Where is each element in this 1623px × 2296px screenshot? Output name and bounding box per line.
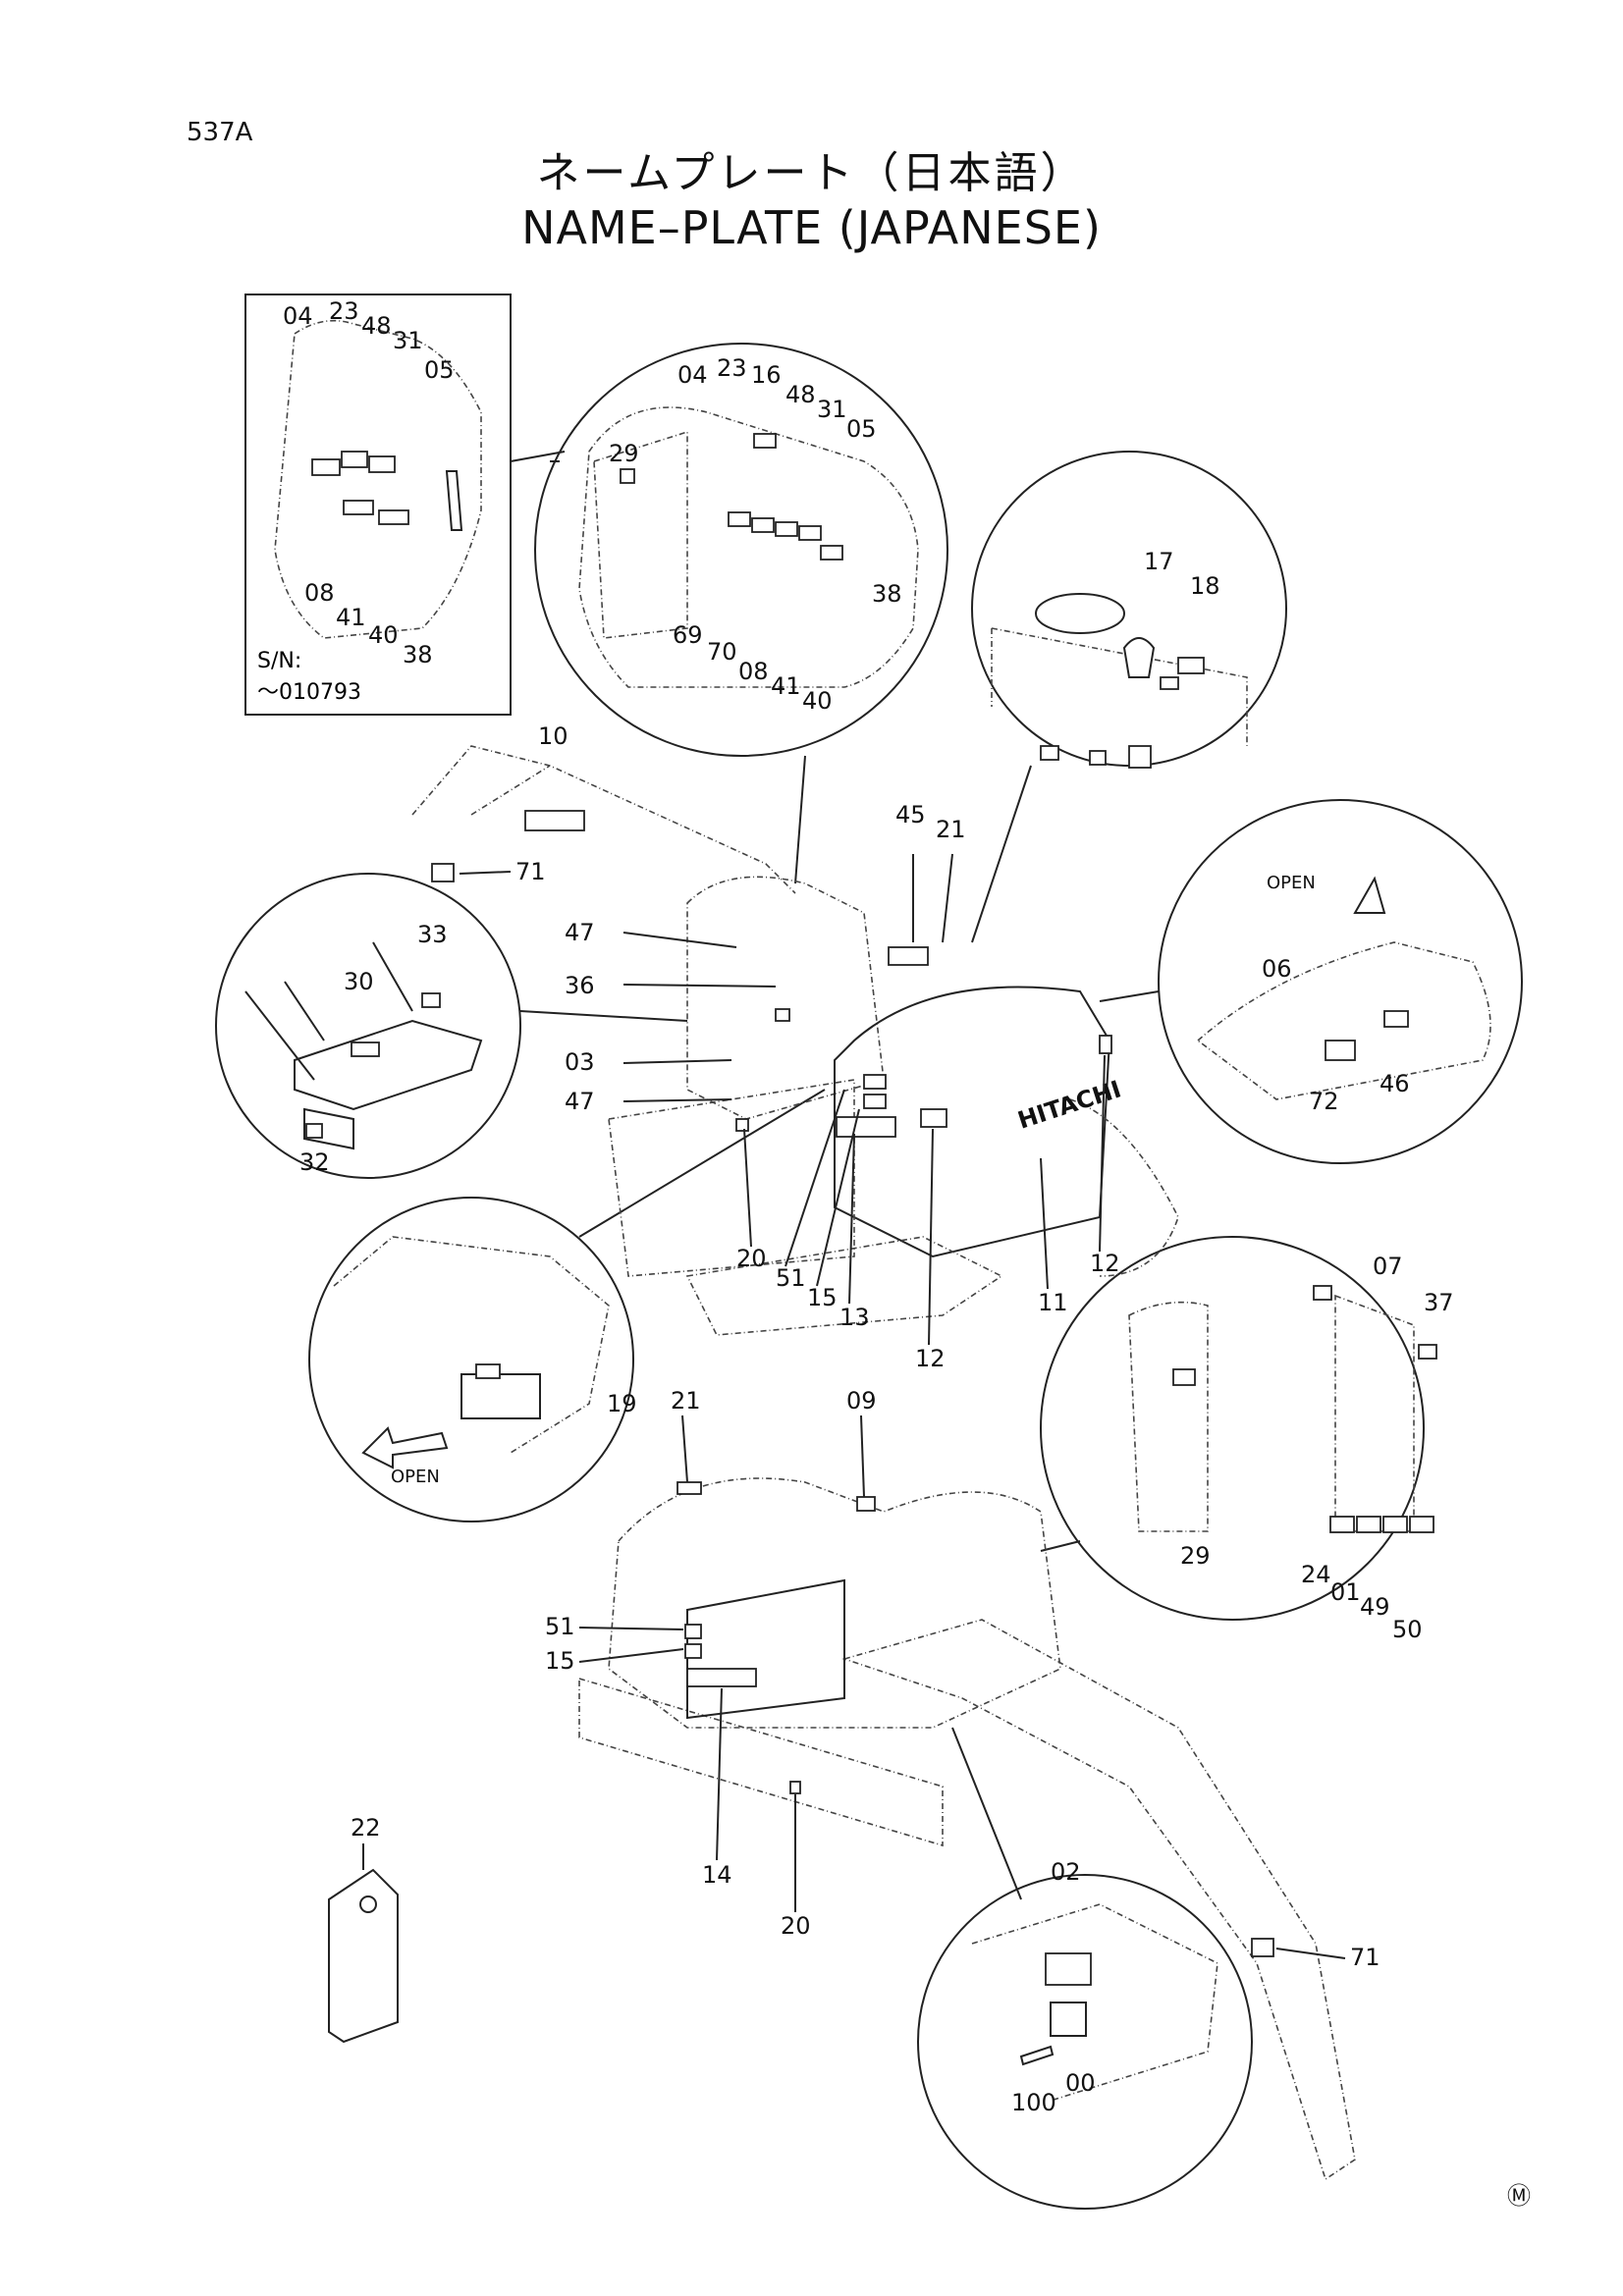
callout: 21	[936, 816, 966, 843]
callout: 32	[299, 1148, 330, 1176]
lever-inset	[215, 873, 688, 1179]
callout: 15	[807, 1284, 838, 1311]
callout: 29	[1180, 1542, 1211, 1570]
frame-plate-inset	[917, 1727, 1253, 2210]
callout: 41	[771, 672, 801, 700]
callout-numbers: 04 23 48 31 05 08 41 40 38 29 04 23 16 4…	[283, 297, 1531, 2210]
callout: 40	[368, 621, 399, 649]
callout: 38	[403, 641, 433, 668]
excavator-lower	[578, 1477, 1356, 2181]
callout: 37	[1424, 1289, 1454, 1316]
callout: 10	[538, 722, 568, 750]
serial-range: ～010793	[257, 680, 361, 705]
callout: 50	[1392, 1616, 1423, 1643]
callout: 38	[872, 580, 902, 608]
callout: 19	[607, 1390, 637, 1417]
callout: 09	[846, 1387, 877, 1415]
excavator-upper: HITACHI	[411, 745, 1179, 1336]
callout: 46	[1380, 1070, 1410, 1097]
callout: 05	[846, 415, 877, 443]
callout: 48	[361, 312, 392, 340]
title-japanese: ネームプレート（日本語）	[536, 148, 1087, 198]
callout: 04	[283, 302, 313, 330]
callout: 29	[609, 440, 639, 467]
callout: 04	[677, 361, 708, 389]
callout: 02	[1051, 1858, 1081, 1886]
callout: 47	[565, 919, 595, 946]
callout: 22	[351, 1814, 381, 1842]
callout: 13	[839, 1304, 870, 1331]
callout: 51	[545, 1613, 575, 1640]
serial-label: S/N:	[257, 649, 301, 673]
callout: 23	[329, 297, 359, 325]
callout: 36	[565, 972, 595, 999]
callout: 16	[751, 361, 782, 389]
callout: 41	[336, 604, 366, 631]
callout: 31	[393, 327, 423, 354]
callout: 31	[817, 396, 847, 423]
callout: 15	[545, 1647, 575, 1675]
callout: 06	[1262, 955, 1292, 983]
callout: 51	[776, 1264, 806, 1292]
callout: 00	[1065, 2069, 1096, 2097]
callout: 72	[1309, 1088, 1339, 1115]
callout: 33	[417, 921, 448, 948]
callout: 12	[915, 1345, 946, 1372]
leader-lines	[362, 853, 1346, 1959]
callout: 70	[707, 638, 737, 666]
callout: 30	[344, 968, 374, 995]
callout: 03	[565, 1048, 595, 1076]
tag-part	[328, 1868, 399, 2044]
brand-text: HITACHI	[1014, 1075, 1124, 1134]
open-label-engine: OPEN	[1267, 873, 1316, 893]
callout: 05	[424, 356, 455, 384]
callout: 48	[785, 381, 816, 408]
callout: 49	[1360, 1593, 1390, 1621]
callout: 20	[736, 1245, 767, 1272]
callout: 20	[781, 1912, 811, 1940]
engine-cover-inset: OPEN	[1099, 799, 1523, 1164]
callout: 12	[1090, 1250, 1120, 1277]
callout: 24	[1301, 1561, 1331, 1588]
callout: 40	[802, 687, 833, 715]
callout: 21	[671, 1387, 701, 1415]
callout: 07	[1373, 1253, 1403, 1280]
callout: 100	[1011, 2089, 1056, 2116]
page-id: 537A	[187, 118, 253, 147]
callout: 08	[304, 579, 335, 607]
callout: 11	[1038, 1289, 1068, 1316]
callout: 14	[702, 1861, 732, 1889]
serial-inset: S/N: ～010793	[244, 294, 566, 716]
cab-window-inset	[534, 343, 948, 884]
callout: 71	[515, 858, 546, 885]
title-english: NAME–PLATE (JAPANESE)	[521, 201, 1102, 254]
callout: 01	[1330, 1578, 1361, 1606]
callout: 45	[895, 801, 926, 828]
m-mark: Ⓜ	[1507, 2182, 1531, 2210]
callout: 23	[717, 354, 747, 382]
hydraulic-tank-inset	[971, 451, 1287, 943]
callout: 18	[1190, 572, 1220, 600]
open-label-battery: OPEN	[391, 1467, 440, 1487]
callout: 71	[1350, 1944, 1380, 1971]
callout: 08	[738, 658, 769, 685]
callout: 47	[565, 1088, 595, 1115]
callout: 17	[1144, 548, 1174, 575]
battery-inset: OPEN	[308, 1089, 826, 1522]
callout: 69	[673, 621, 703, 649]
cab-interior-inset	[1040, 1236, 1437, 1621]
